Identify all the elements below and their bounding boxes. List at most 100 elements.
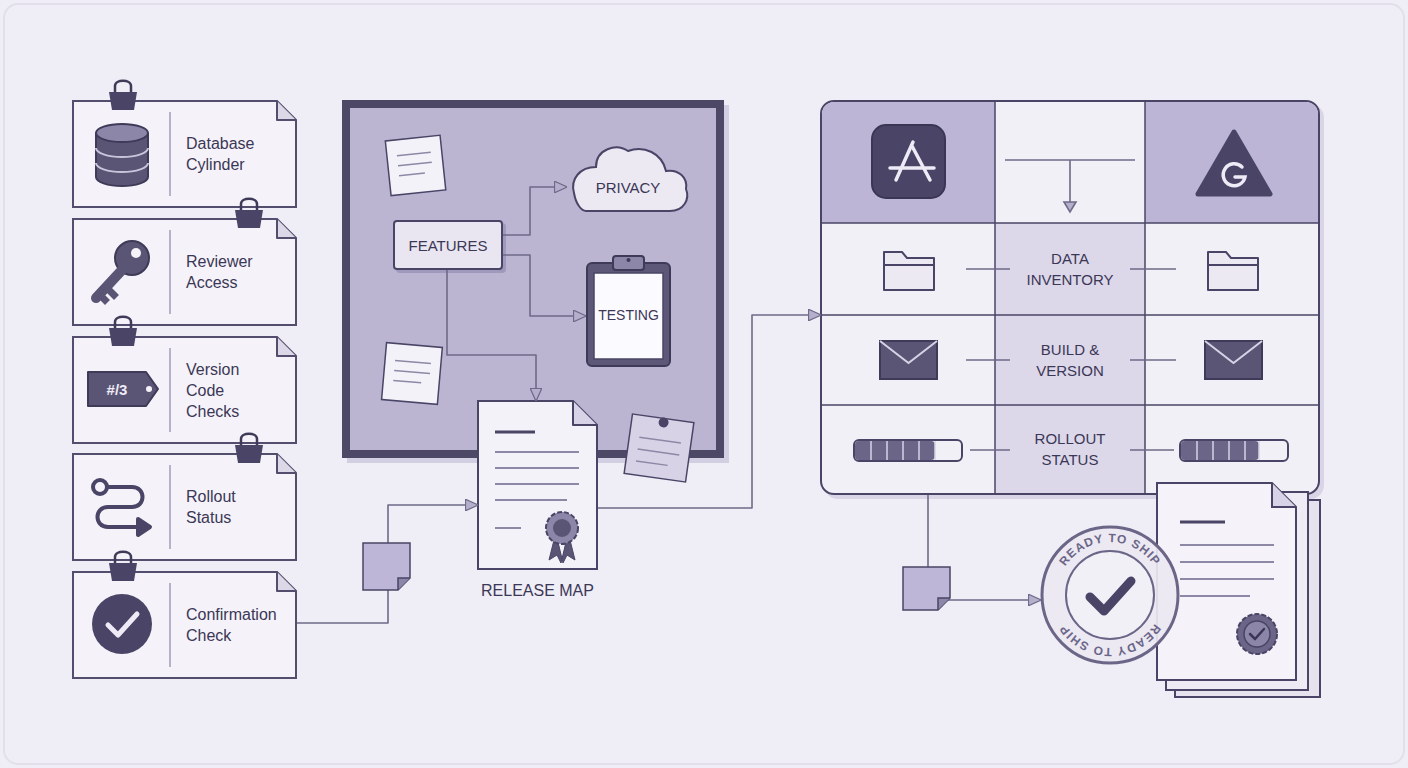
card-shape-path-part — [169, 230, 171, 314]
tag-label: #/3 — [88, 379, 146, 399]
card-shape-path-part — [277, 337, 296, 356]
row-link-path-part — [970, 449, 1174, 451]
node-text: FEATURES — [395, 222, 501, 268]
table-cell: DATA INVENTORY — [996, 224, 1144, 314]
node-text: Rollout Status — [186, 453, 276, 561]
progress-bar-rect-part — [1181, 441, 1259, 460]
node-text: Reviewer Access — [186, 218, 286, 326]
stamp-outline-circle-part — [1042, 527, 1178, 663]
stamp-seal: READY TO SHIPREADY TO SHIP — [1040, 525, 1180, 665]
database-icon-path-part — [96, 133, 148, 186]
sticky-note-path-part — [398, 578, 410, 590]
node-text: ROLLOUT STATUS — [996, 406, 1144, 492]
connector-arrow — [297, 505, 477, 623]
connector-arrow — [928, 495, 1040, 600]
sticky-note-g-part — [385, 135, 445, 195]
envelope-icon-path-part — [880, 341, 937, 363]
play-store-icon-path-part — [1223, 164, 1245, 186]
process-box: FEATURES — [393, 220, 503, 270]
stamp-text-path: READY TO SHIP — [1056, 622, 1163, 659]
document-outline-path-part — [573, 401, 597, 425]
binder-clip-use-part — [109, 317, 137, 346]
route-icon-path-part — [138, 519, 150, 535]
card-shape-path-part — [277, 454, 296, 473]
document-stack-path-part — [1180, 545, 1274, 596]
play-store-icon — [1198, 132, 1270, 194]
card-shape-path-part — [277, 572, 296, 591]
row-link-path-part — [966, 359, 1176, 361]
route-icon — [93, 480, 150, 535]
sticky-note-g-part-rect-part — [624, 414, 694, 482]
tag-icon-path-part — [88, 372, 158, 406]
tag-icon — [88, 372, 158, 406]
node-text: DATA INVENTORY — [996, 224, 1144, 314]
card-shape-path-part — [73, 337, 296, 443]
binder-clip-use-part — [235, 434, 263, 463]
progress-bar-path-part — [1197, 441, 1259, 460]
node-text: PRIVACY — [566, 175, 690, 199]
database-icon-ellipse-part — [96, 124, 148, 142]
merge-arrow — [1005, 160, 1135, 212]
database-icon — [96, 124, 148, 186]
document-stack-path-part — [1180, 521, 1225, 524]
table-grid-rect-part — [1145, 102, 1318, 223]
checklist-card: Version Code Checks — [72, 336, 297, 444]
app-store-icon — [872, 125, 945, 198]
table-cell: BUILD & VERSION — [996, 316, 1144, 404]
card-shape-path-part — [277, 101, 296, 120]
node-text: Database Cylinder — [186, 100, 286, 208]
table-grid-rect-part — [822, 102, 995, 223]
card-shape-path-part — [169, 583, 171, 667]
envelope-icon-rect-part — [1205, 341, 1262, 379]
folder-icon — [884, 252, 1258, 290]
progress-bar-path-part — [871, 441, 935, 460]
sticky-note — [363, 135, 950, 610]
connector-arrow — [598, 315, 820, 508]
sticky-note-g-part-rect-part — [382, 343, 443, 405]
stamp-outline: READY TO SHIPREADY TO SHIP — [1040, 525, 1180, 665]
stamp-text: READY TO SHIP — [1056, 622, 1163, 659]
binder-clip — [109, 81, 263, 581]
document-stack-circle-part — [1244, 621, 1270, 647]
card-shape-path-part — [73, 219, 296, 325]
clipboard-outline-rect-part — [587, 263, 670, 366]
app-store-icon-rect-part — [872, 125, 945, 198]
clipboard-outline-circle-part — [627, 258, 631, 262]
checklist-card: Reviewer Access — [72, 218, 297, 326]
tag-icon-circle-part — [146, 386, 152, 392]
sticky-note-g-part-path-part — [636, 437, 681, 467]
table-grid-path-part — [822, 102, 1318, 493]
document: RELEASE MAP — [477, 400, 598, 570]
progress-bar-rect-part — [854, 440, 962, 461]
cloud-outline — [566, 143, 690, 213]
card-shape-path-part — [73, 454, 296, 560]
checklist-card: Database Cylinder — [72, 100, 297, 208]
document-outline-path-part — [495, 431, 535, 434]
document-outline-circle-part — [553, 519, 571, 537]
document-outline-path-part — [478, 401, 597, 569]
card-shape-path-part — [277, 219, 296, 238]
checklist-card: Confirmation Check — [72, 571, 297, 679]
sticky-note-g-part-path-part — [397, 152, 433, 175]
clipboard-outline-rect-part — [613, 256, 644, 270]
play-store-icon-path-part — [1198, 132, 1270, 194]
store-table: DATA INVENTORYBUILD & VERSIONROLLOUT STA… — [820, 100, 1320, 495]
card-shape-path-part — [73, 101, 296, 207]
envelope-icon-path-part — [1205, 341, 1262, 363]
row-link — [966, 269, 1176, 450]
row-link-path-part — [966, 268, 1176, 270]
card-shape-path-part — [73, 572, 296, 678]
sticky-note-g-part — [382, 343, 443, 405]
cloud-shape: PRIVACY — [566, 143, 690, 213]
binder-clip-use-part — [109, 552, 137, 581]
card-shape — [72, 336, 297, 444]
sticky-note-g-part-rect-part — [385, 135, 445, 195]
table-cell: ROLLOUT STATUS — [996, 406, 1144, 492]
check-icon-path-part — [108, 614, 137, 635]
progress-bar — [854, 440, 1288, 461]
document-stack-rect-part — [1175, 500, 1320, 697]
